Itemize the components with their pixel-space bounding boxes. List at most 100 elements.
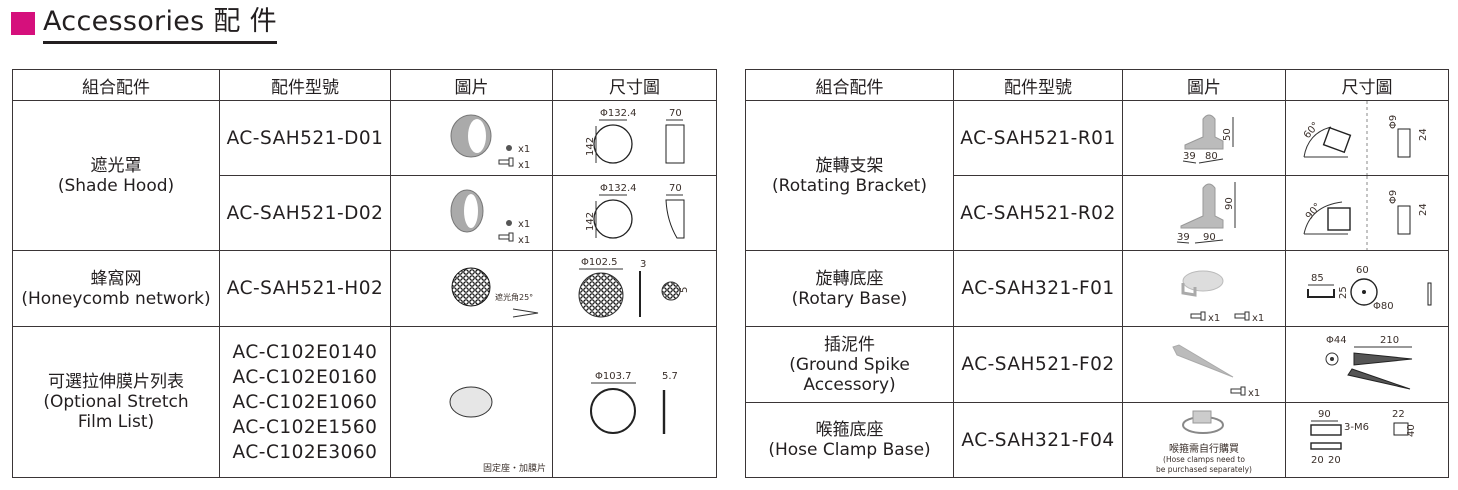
table-row: 蜂窩网(Honeycomb network) AC-SAH521-H02 遮光角…: [12, 250, 717, 327]
header-combo: 組合配件: [745, 69, 954, 101]
shade-hood-d02-dimension: Φ132.4 142 70: [552, 175, 717, 251]
header-combo: 組合配件: [12, 69, 220, 101]
table-header-row: 組合配件 配件型號 圖片 尺寸圖: [12, 69, 717, 101]
svg-text:142: 142: [585, 212, 596, 231]
svg-text:90: 90: [1224, 197, 1235, 210]
svg-text:90: 90: [1318, 409, 1331, 420]
svg-text:80: 80: [1205, 151, 1218, 162]
title-accent-square: [11, 12, 35, 35]
svg-text:x1: x1: [1208, 313, 1220, 324]
stretch-film-image: 固定座・加膜片: [390, 326, 553, 478]
svg-text:39: 39: [1183, 151, 1196, 162]
svg-text:22: 22: [1392, 409, 1405, 420]
stretch-film-note: 固定座・加膜片: [482, 464, 546, 474]
svg-text:142: 142: [585, 137, 596, 156]
table-row: 喉箍底座(Hose Clamp Base) AC-SAH321-F04 喉箍需自…: [745, 402, 1449, 478]
rotary-base-image: x1 x1: [1122, 250, 1286, 327]
accessories-table-right: 組合配件 配件型號 圖片 尺寸圖 旋轉支架(Rotating Bracket) …: [745, 69, 1449, 478]
table-row: 旋轉底座(Rotary Base) AC-SAH321-F01 x1 x1 85 2…: [745, 250, 1449, 327]
svg-text:90: 90: [1203, 232, 1216, 243]
svg-text:24: 24: [1418, 203, 1429, 216]
stretch-film-dimension: Φ103.7 5.7: [552, 326, 717, 478]
svg-text:x1: x1: [518, 144, 530, 155]
hose-clamp-name: 喉箍底座(Hose Clamp Base): [745, 402, 954, 478]
svg-text:Φ132.4: Φ132.4: [600, 183, 637, 194]
model-r01: AC-SAH521-R01: [953, 100, 1123, 176]
header-picture: 圖片: [1122, 69, 1286, 101]
svg-text:x1: x1: [518, 160, 530, 171]
honeycomb-image: 遮光角25°: [390, 250, 553, 327]
model-d01: AC-SAH521-D01: [219, 100, 391, 176]
svg-text:Φ9: Φ9: [1388, 115, 1399, 129]
svg-text:x1: x1: [518, 235, 530, 246]
svg-text:x1: x1: [518, 219, 530, 230]
rotating-bracket-r02-dimension: 90° Φ9 24: [1285, 175, 1449, 251]
svg-text:3-M6: 3-M6: [1344, 422, 1369, 433]
svg-text:Φ102.5: Φ102.5: [581, 257, 618, 268]
rotary-base-name: 旋轉底座(Rotary Base): [745, 250, 954, 327]
header-dimension: 尺寸圖: [552, 69, 717, 101]
svg-text:210: 210: [1380, 335, 1399, 346]
svg-text:遮光角25°: 遮光角25°: [495, 292, 533, 302]
svg-text:25: 25: [1338, 286, 1349, 299]
svg-text:Φ44: Φ44: [1326, 335, 1347, 346]
honeycomb-name: 蜂窩网(Honeycomb network): [12, 250, 220, 327]
svg-text:70: 70: [669, 108, 682, 119]
svg-text:20: 20: [1311, 455, 1324, 466]
svg-text:x1: x1: [1248, 388, 1260, 399]
model-d02: AC-SAH521-D02: [219, 175, 391, 251]
shade-hood-name: 遮光罩(Shade Hood): [12, 100, 220, 251]
model-h02: AC-SAH521-H02: [219, 250, 391, 327]
svg-text:Φ80: Φ80: [1373, 301, 1394, 312]
header-model: 配件型號: [219, 69, 391, 101]
honeycomb-dimension: Φ102.5 3 5: [552, 250, 717, 327]
svg-text:39: 39: [1177, 232, 1190, 243]
page-title: Accessories 配 件: [43, 4, 277, 44]
model-f04: AC-SAH321-F04: [953, 402, 1123, 478]
svg-text:90°: 90°: [1304, 201, 1324, 222]
svg-text:60°: 60°: [1302, 120, 1322, 141]
model-f02: AC-SAH521-F02: [953, 326, 1123, 403]
svg-text:Φ103.7: Φ103.7: [595, 371, 632, 382]
table-header-row: 組合配件 配件型號 圖片 尺寸圖: [745, 69, 1449, 101]
svg-text:Φ9: Φ9: [1388, 190, 1399, 204]
svg-text:85: 85: [1311, 273, 1324, 284]
svg-text:5.7: 5.7: [662, 371, 678, 382]
svg-text:Φ132.4: Φ132.4: [600, 108, 637, 119]
model-f01: AC-SAH321-F01: [953, 250, 1123, 327]
rotating-bracket-r01-dimension: 60° Φ9 24: [1285, 100, 1449, 176]
svg-text:24: 24: [1418, 128, 1429, 141]
svg-text:5: 5: [679, 287, 690, 293]
table-row: 旋轉支架(Rotating Bracket) AC-SAH521-R01 50 3…: [745, 100, 1449, 251]
rotating-bracket-r01-image: 50 39 80: [1122, 100, 1286, 176]
shade-hood-d01-dimension: Φ132.4 142 70: [552, 100, 717, 176]
accessories-table-left: 組合配件 配件型號 圖片 尺寸圖 遮光罩(Shade Hood) AC-SAH5…: [12, 69, 717, 478]
rotating-bracket-r02-image: 90 39 90: [1122, 175, 1286, 251]
svg-text:x1: x1: [1252, 313, 1264, 324]
svg-text:3: 3: [640, 259, 646, 270]
header-dimension: 尺寸圖: [1285, 69, 1449, 101]
ground-spike-dimension: Φ44 210: [1285, 326, 1449, 403]
svg-text:50: 50: [1222, 128, 1233, 141]
header-model: 配件型號: [953, 69, 1123, 101]
ground-spike-image: x1: [1122, 326, 1286, 403]
header-picture: 圖片: [390, 69, 553, 101]
rotating-bracket-name: 旋轉支架(Rotating Bracket): [745, 100, 954, 251]
svg-text:60: 60: [1356, 265, 1369, 276]
svg-text:70: 70: [669, 183, 682, 194]
svg-text:40: 40: [1406, 424, 1417, 437]
model-r02: AC-SAH521-R02: [953, 175, 1123, 251]
